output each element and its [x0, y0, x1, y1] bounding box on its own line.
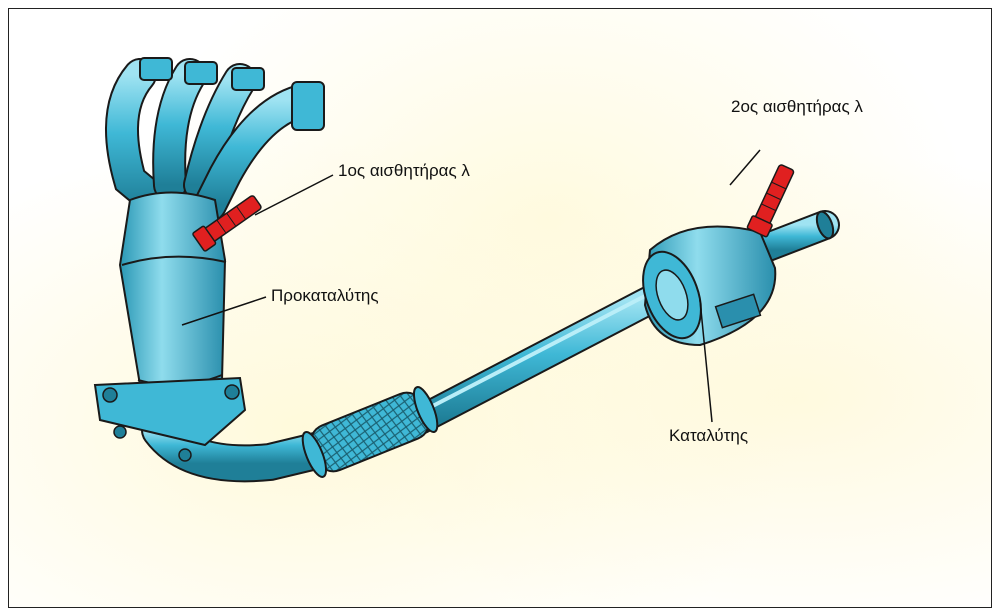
label-sensor-1: 1ος αισθητήρας λ [338, 161, 470, 181]
leader-line-sensor2 [730, 150, 760, 185]
label-sensor-2: 2ος αισθητήρας λ [731, 97, 863, 117]
flex-joint [298, 384, 442, 479]
catalyst-body [632, 226, 775, 346]
main-pipe [420, 296, 650, 420]
exhaust-system-illustration [0, 0, 1001, 550]
label-precatalyst: Προκαταλύτης [271, 286, 379, 306]
leader-line-sensor1 [255, 175, 333, 215]
precatalyst-body [120, 193, 226, 392]
exhaust-manifold [122, 58, 324, 205]
label-catalyst: Καταλύτης [669, 426, 748, 446]
